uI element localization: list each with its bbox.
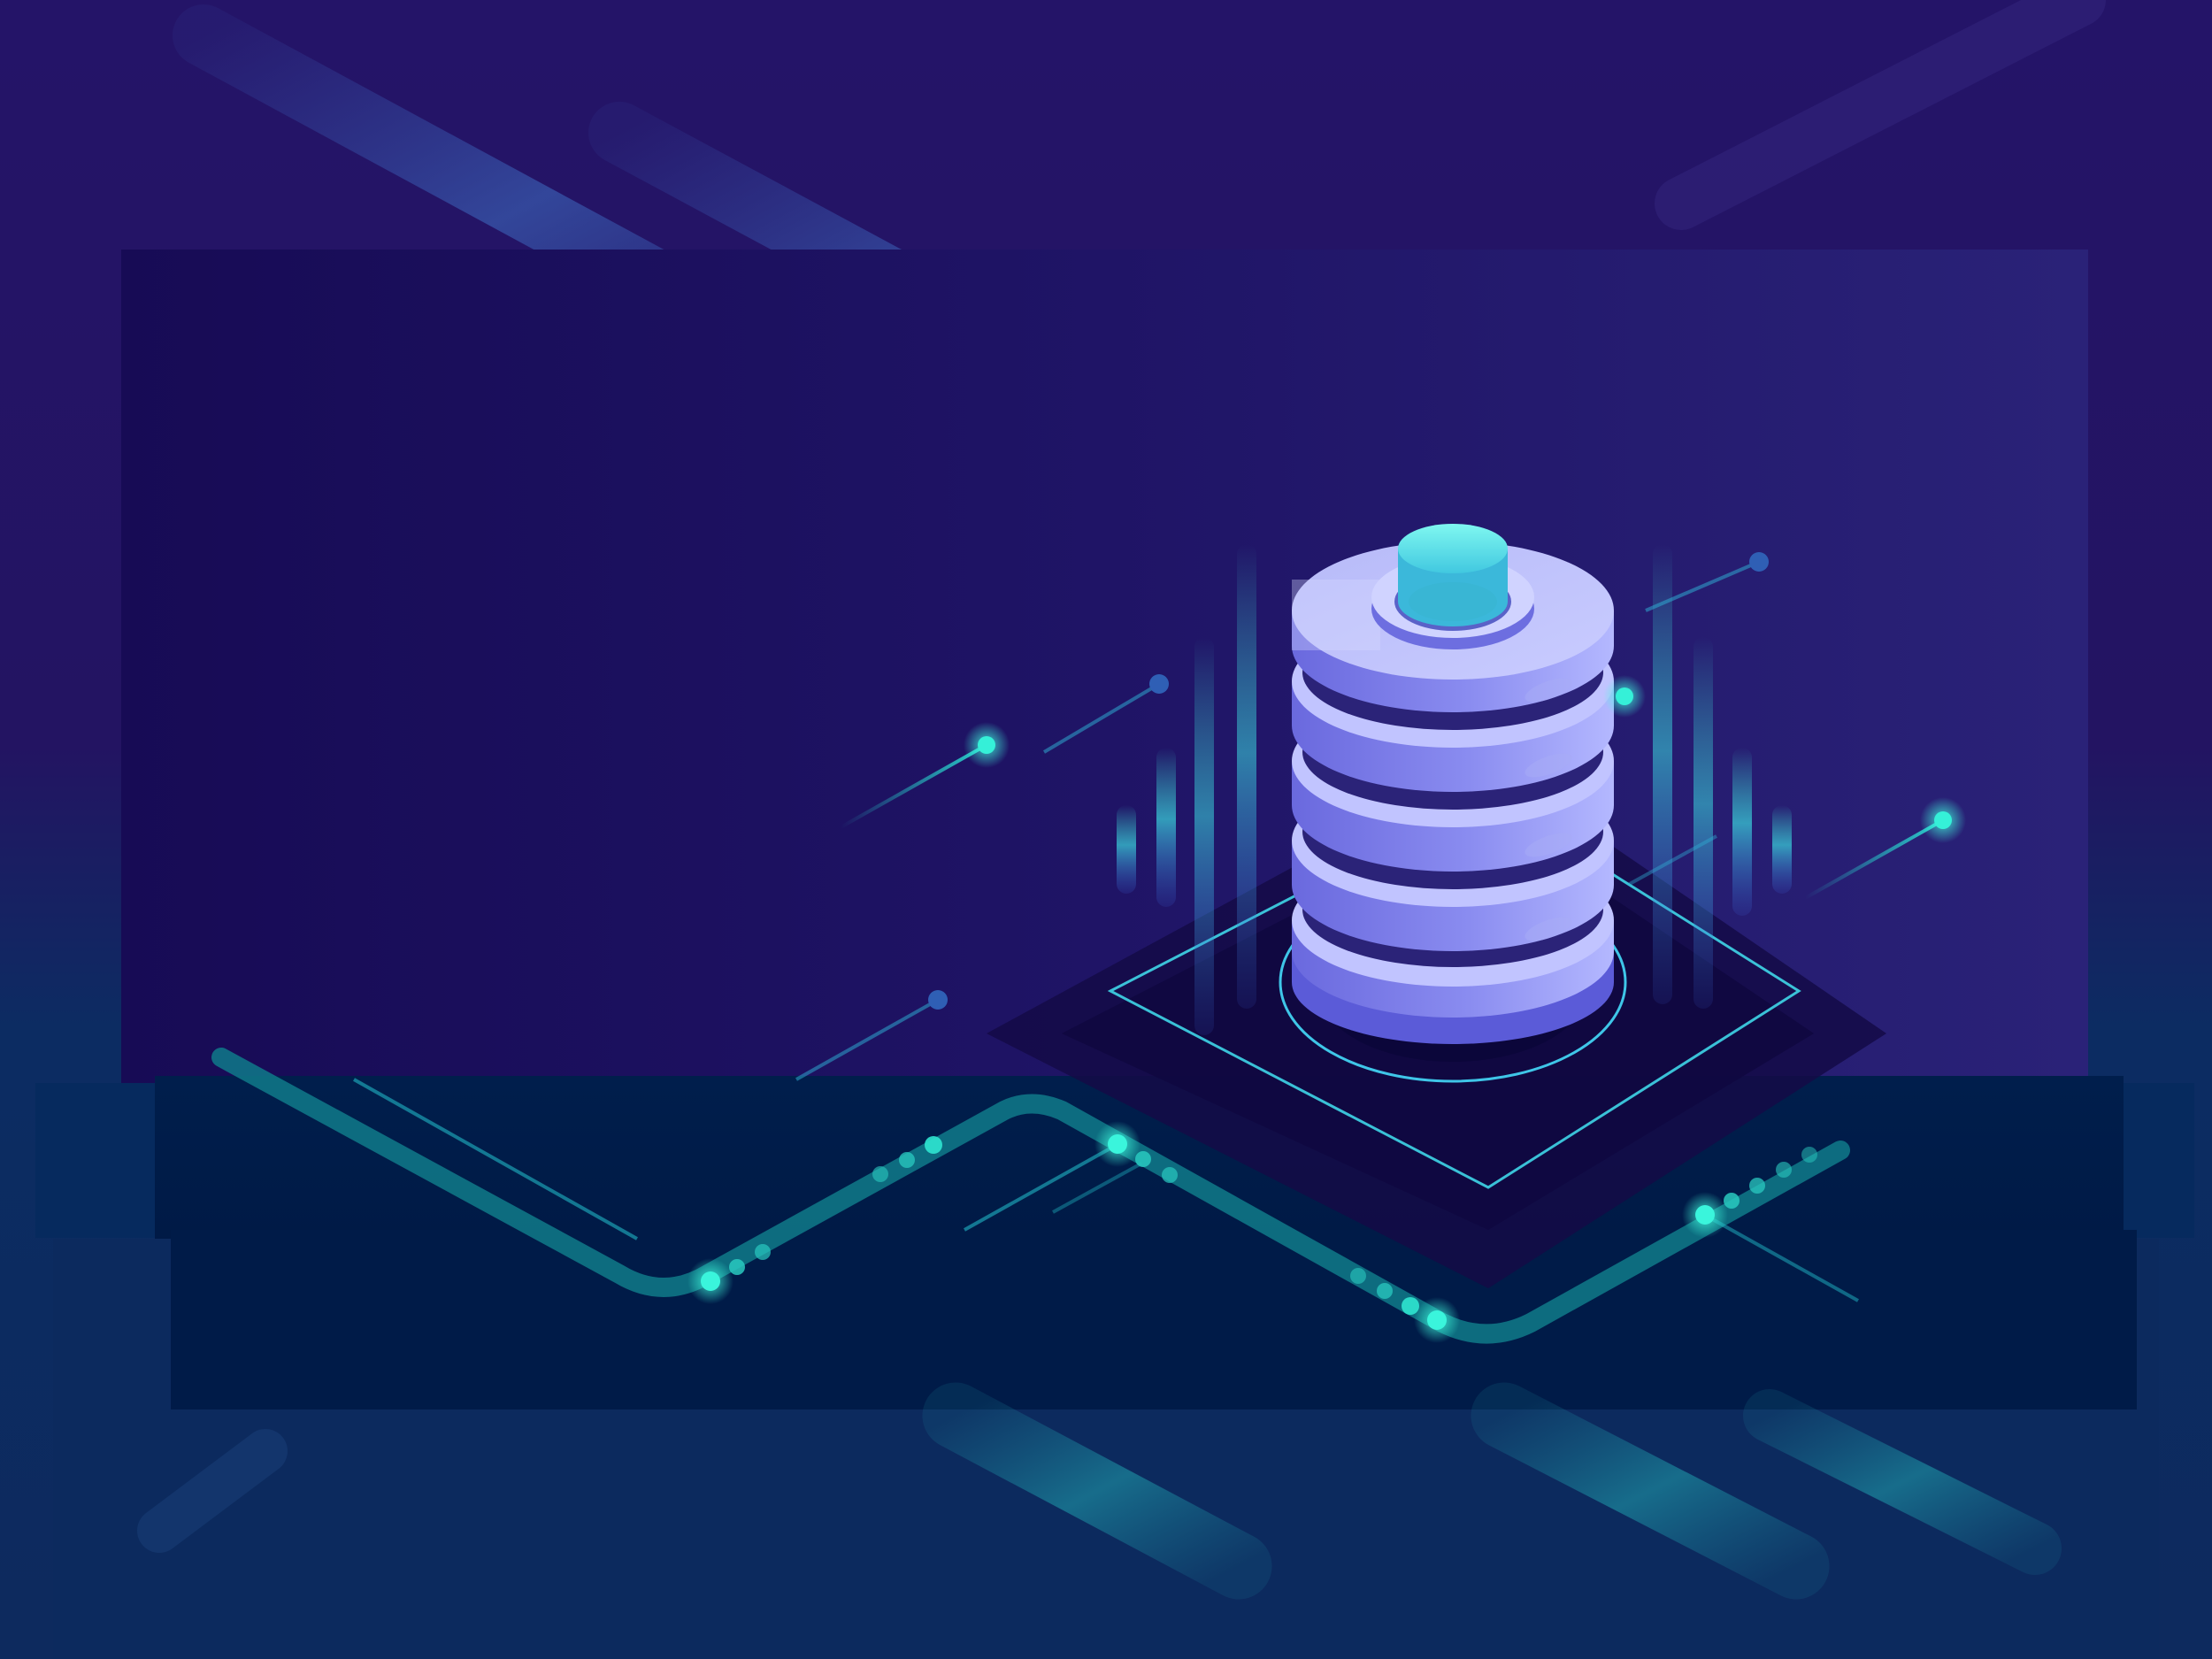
data-node [1149,674,1169,694]
data-node [1108,1134,1127,1154]
database-icon [1292,524,1614,1044]
data-nodes [795,552,1966,1081]
data-node [1616,687,1633,705]
light-beams [1117,544,1792,1035]
background-streaks-bottom [137,1382,2062,1600]
data-node [978,736,995,754]
content-panel [121,250,2088,1083]
data-node [1934,811,1952,829]
data-node [1749,552,1769,572]
data-node [701,1271,720,1291]
data-node [1695,1205,1715,1225]
data-node [1427,1310,1447,1330]
data-node [928,990,948,1010]
circuit-trace [211,1048,1859,1344]
